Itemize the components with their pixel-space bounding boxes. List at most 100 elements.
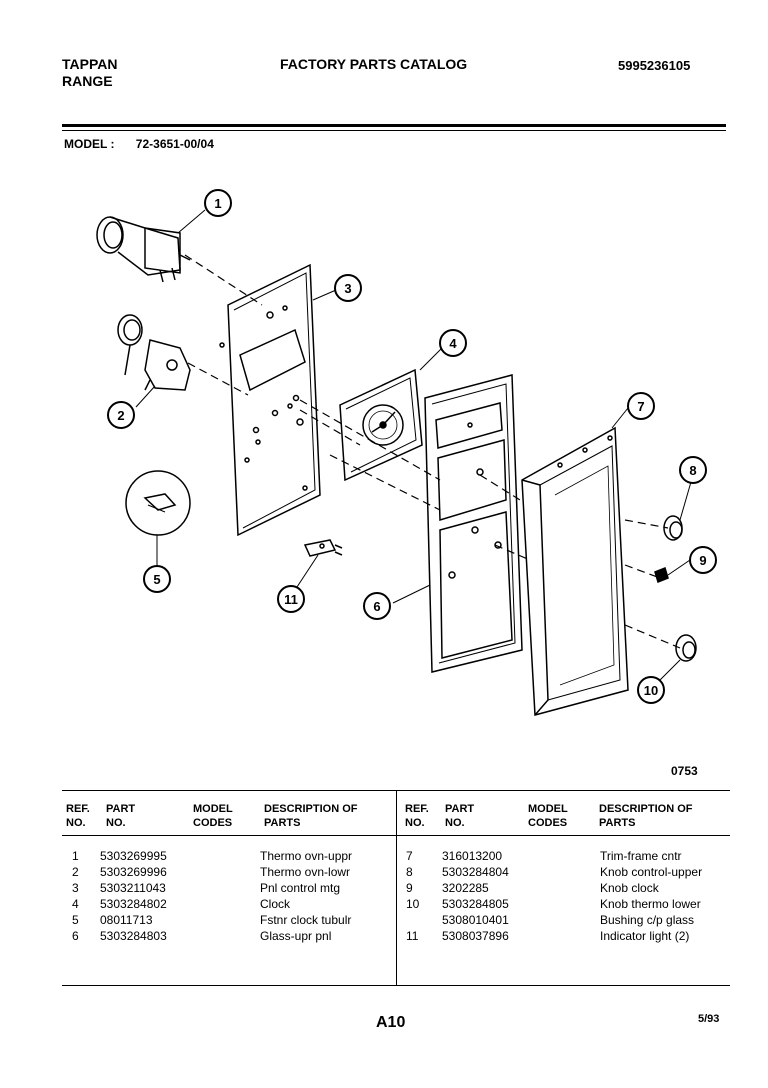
header-model-codes: MODEL CODES (193, 803, 233, 829)
model-value: 72-3651-00/04 (135, 137, 214, 151)
header-rule-thick (62, 124, 726, 127)
row-part-no: 08011713 (100, 913, 153, 927)
row-description: Trim-frame cntr (600, 849, 682, 863)
row-ref: 2 (72, 865, 79, 879)
row-part-no: 5303269995 (100, 849, 167, 863)
callout-8: 8 (679, 456, 707, 484)
row-description: Thermo ovn-lowr (260, 865, 351, 879)
svg-text:4: 4 (449, 336, 457, 351)
header-part-no-right: PART NO. (445, 803, 475, 829)
row-part-no: 316013200 (442, 849, 503, 863)
svg-text:1: 1 (214, 196, 221, 211)
svg-text:6: 6 (373, 599, 380, 614)
callout-leaders (135, 209, 694, 691)
row-part-no: 5303284805 (442, 897, 509, 911)
thermostat-lower-drawing (117, 314, 191, 391)
row-ref: 11 (406, 929, 419, 943)
callout-1: 1 (204, 189, 232, 217)
callout-10: 10 (637, 676, 665, 704)
table-row: 5 08011713 Fstnr clock tubulr (62, 912, 392, 928)
row-description: Bushing c/p glass (600, 913, 695, 927)
header-rule-thin (62, 130, 726, 131)
callout-11: 11 (277, 585, 305, 613)
row-part-no: 5308010401 (442, 913, 509, 927)
glass-upper-panel-drawing (424, 374, 523, 673)
row-part-no: 5303211043 (100, 881, 166, 895)
control-mounting-panel-drawing (219, 263, 321, 537)
row-description: Clock (260, 897, 291, 911)
table-column-separator (396, 790, 397, 985)
callout-5: 5 (143, 565, 171, 593)
parts-table: REF. NO. PART NO. MODEL CODES DESCRIPTIO… (62, 790, 730, 990)
knob-clock-drawing (654, 566, 669, 584)
row-part-no: 3202285 (442, 881, 489, 895)
row-description: Knob thermo lower (600, 897, 701, 911)
knob-control-upper-drawing (663, 515, 683, 541)
row-ref: 7 (406, 849, 413, 863)
row-description: Glass-upr pnl (260, 929, 332, 943)
row-ref: 8 (406, 865, 413, 879)
row-ref: 9 (406, 881, 413, 895)
svg-text:5: 5 (153, 572, 160, 587)
product-name: RANGE (62, 73, 113, 89)
brand-block: TAPPAN RANGE (62, 56, 117, 90)
callout-2: 2 (107, 401, 135, 429)
callout-4: 4 (439, 329, 467, 357)
table-row: 1 5303269995 Thermo ovn-uppr (62, 848, 392, 864)
row-ref: 1 (72, 849, 79, 863)
clock-drawing (339, 368, 423, 482)
indicator-light-drawing (303, 539, 343, 557)
row-description: Thermo ovn-uppr (260, 849, 353, 863)
header-description-right: DESCRIPTION OF PARTS (599, 803, 693, 829)
row-part-no: 5308037896 (442, 929, 509, 943)
row-description: Pnl control mtg (260, 881, 341, 895)
row-description: Fstnr clock tubulr (260, 913, 352, 927)
row-ref: 5 (72, 913, 79, 927)
assembly-lines (184, 254, 681, 649)
knob-thermo-lower-drawing (675, 634, 697, 662)
svg-text:9: 9 (699, 553, 706, 568)
catalog-number: 5995236105 (618, 58, 691, 73)
catalog-title: FACTORY PARTS CATALOG (280, 56, 468, 72)
header-model-codes-right: MODEL CODES (528, 803, 568, 829)
table-bottom-rule (62, 985, 730, 986)
row-part-no: 5303284803 (100, 929, 167, 943)
callout-6: 6 (363, 592, 391, 620)
svg-text:7: 7 (637, 399, 644, 414)
row-part-no: 5303269996 (100, 865, 167, 879)
brand-name: TAPPAN (62, 56, 118, 72)
row-description: Knob control-upper (600, 865, 703, 879)
table-row: 5308010401 Bushing c/p glass (400, 912, 730, 928)
header-ref-no: REF. NO. (66, 803, 90, 829)
page-number: A10 (376, 1014, 406, 1031)
table-row: 3 5303211043 Pnl control mtg (62, 880, 392, 896)
row-ref: 6 (72, 929, 79, 943)
row-ref: 3 (72, 881, 79, 895)
svg-text:10: 10 (644, 683, 658, 698)
row-description: Knob clock (600, 881, 659, 895)
table-row: 8 5303284804 Knob control-upper (400, 864, 730, 880)
table-row: 7 316013200 Trim-frame cntr (400, 848, 730, 864)
header-ref-no-right: REF. NO. (405, 803, 429, 829)
table-row: 9 3202285 Knob clock (400, 880, 730, 896)
model-line: MODEL : 72-3651-00/04 (64, 137, 214, 151)
header-part-no: PART NO. (106, 803, 136, 829)
svg-text:11: 11 (284, 592, 298, 607)
model-label: MODEL : (64, 137, 115, 151)
revision-date: 5/93 (698, 1013, 720, 1025)
row-part-no: 5303284804 (442, 865, 509, 879)
table-row: 2 5303269996 Thermo ovn-lowr (62, 864, 392, 880)
svg-text:3: 3 (344, 281, 351, 296)
trim-frame-drawing (521, 426, 629, 716)
exploded-parts-diagram: 1 2 3 4 5 6 7 8 9 10 11 (96, 189, 717, 716)
table-row: 6 5303284803 Glass-upr pnl (62, 928, 392, 944)
clock-fastener-drawing (125, 470, 191, 536)
callout-3: 3 (334, 274, 362, 302)
callout-9: 9 (689, 546, 717, 574)
table-row: 11 5308037896 Indicator light (2) (400, 928, 730, 944)
header-description: DESCRIPTION OF PARTS (264, 803, 358, 829)
figure-code: 0753 (671, 764, 698, 778)
row-part-no: 5303284802 (100, 897, 167, 911)
row-description: Indicator light (2) (600, 929, 690, 943)
table-row: 10 5303284805 Knob thermo lower (400, 896, 730, 912)
